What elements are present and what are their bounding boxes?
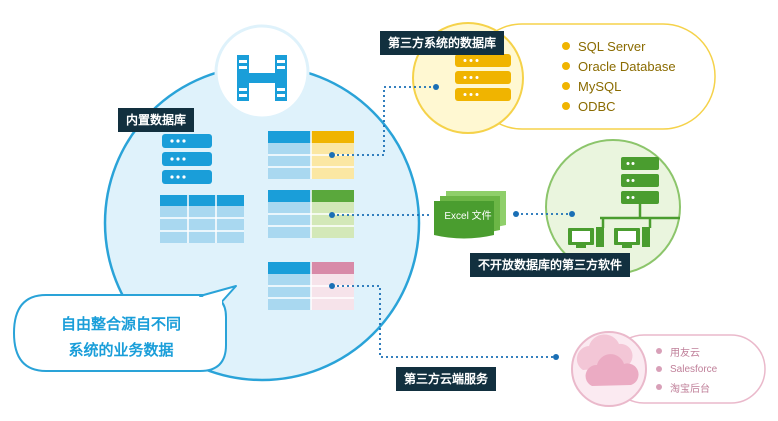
bullet-icon <box>656 384 662 390</box>
excel-file-icon <box>434 191 506 239</box>
list-item: ODBC <box>562 96 676 116</box>
h-logo-icon <box>214 24 310 120</box>
list-item: 用友云 <box>656 342 717 360</box>
bullet-icon <box>562 82 570 90</box>
table-icon-green <box>268 190 354 238</box>
third-party-database-icon <box>455 54 511 101</box>
builtin-db-label: 内置数据库 <box>118 108 195 132</box>
closed-db-software-label: 不开放数据库的第三方软件 <box>470 253 631 277</box>
bullet-icon <box>562 42 570 50</box>
list-item: Salesforce <box>656 360 717 378</box>
bubble-line-2: 系统的业务数据 <box>68 342 174 359</box>
bubble-text: 自由整合源自不同 系统的业务数据 <box>26 312 216 364</box>
list-item: 淘宝后台 <box>656 378 717 396</box>
connector-lines <box>332 86 572 358</box>
third-party-db-list: SQL Server Oracle Database MySQL ODBC <box>562 36 676 116</box>
server-rack-icon <box>600 157 680 228</box>
table-icon-yellow <box>268 131 354 179</box>
bullet-icon <box>562 102 570 110</box>
computer-icon <box>568 227 650 248</box>
bubble-line-1: 自由整合源自不同 <box>60 316 181 333</box>
list-item: SQL Server <box>562 36 676 56</box>
excel-file-label: Excel 文件 <box>444 211 492 222</box>
list-item: Oracle Database <box>562 56 676 76</box>
bullet-icon <box>656 366 662 372</box>
table-icon-pink <box>268 262 354 310</box>
connector-dots <box>329 84 575 360</box>
list-item: MySQL <box>562 76 676 96</box>
cloud-service-list: 用友云 Salesforce 淘宝后台 <box>656 342 717 396</box>
third-party-db-label: 第三方系统的数据库 <box>380 31 505 55</box>
bullet-icon <box>656 348 662 354</box>
cloud-service-label: 第三方云端服务 <box>396 367 497 391</box>
bullet-icon <box>562 62 570 70</box>
cloud-icon <box>576 334 639 386</box>
database-server-icon <box>162 134 212 184</box>
builtin-table-icon <box>160 195 244 243</box>
speech-bubble <box>12 285 237 372</box>
